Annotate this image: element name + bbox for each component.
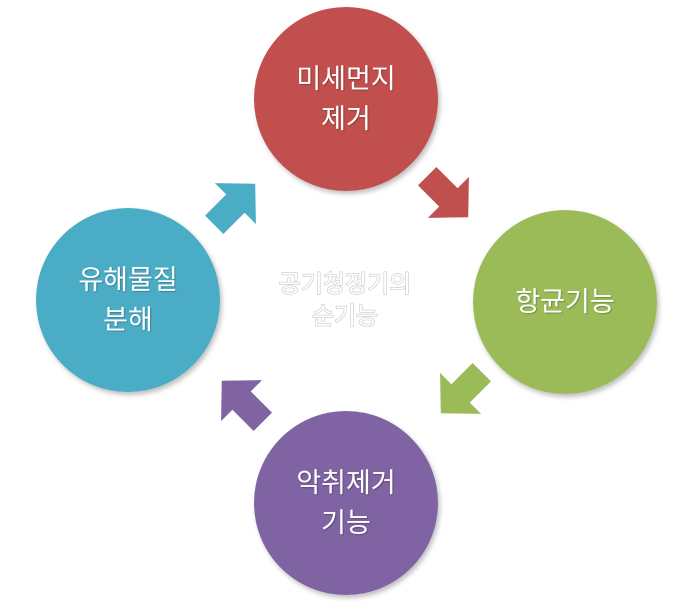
center-label-line-2: 순기능	[312, 302, 378, 330]
node-top-label-line-2: 제거	[321, 104, 371, 135]
arrow-left-to-top	[205, 183, 256, 234]
node-left-label-line-1: 유해물질	[78, 265, 177, 296]
node-top-circle	[254, 7, 438, 191]
node-bottom-label-line-1: 악취제거	[296, 468, 395, 499]
center-label: 공기청정기의 순기능	[278, 269, 412, 330]
node-left-label-line-2: 분해	[103, 305, 153, 336]
node-right-circle	[473, 210, 657, 394]
arrows-layer	[205, 167, 491, 431]
node-right-label-line-1: 항균기능	[515, 287, 614, 318]
arrow-bottom-to-left	[221, 380, 272, 431]
arrow-top-to-right	[418, 167, 469, 218]
node-bottom-label-line-2: 기능	[321, 508, 371, 539]
node-left-circle	[36, 208, 220, 392]
node-right: 항균기능	[473, 210, 657, 394]
center-label-line-1: 공기청정기의	[279, 270, 411, 298]
node-top-label-line-1: 미세먼지	[296, 64, 395, 95]
node-bottom-circle	[254, 411, 438, 595]
arrow-right-to-bottom	[440, 363, 491, 414]
